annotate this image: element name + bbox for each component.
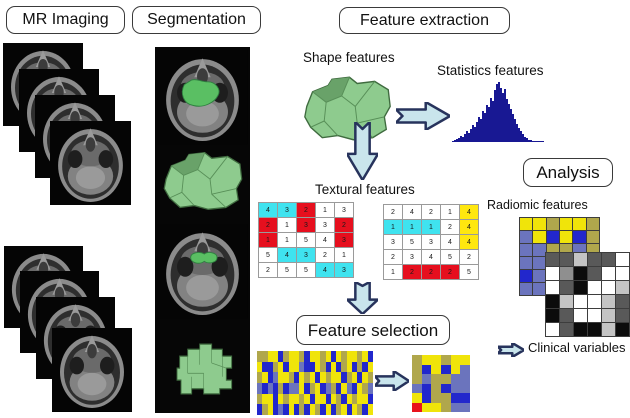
clinical-variables-matrix (545, 252, 630, 337)
mri-slice (52, 328, 132, 412)
segmented-mri-slice (157, 50, 248, 145)
shape-features-caption: Shape features (303, 50, 395, 65)
feature-matrix-selected (412, 355, 470, 412)
segmentation-label: Segmentation (132, 6, 261, 34)
arrow-right-wide-to-result-matrix (375, 371, 409, 391)
clinical-variables-caption: Clinical variables (528, 340, 626, 355)
analysis-label: Analysis (523, 158, 613, 187)
tumor-mesh-voxel (173, 339, 237, 399)
arrow-right-to-clinical-variables (498, 343, 524, 357)
feature-extraction-label: Feature extraction (339, 7, 510, 34)
segmented-mri-slice (157, 224, 248, 319)
segmentation-panel (155, 47, 250, 413)
textural-features-caption: Textural features (315, 182, 415, 197)
arrow-down-shape-to-textural (347, 122, 378, 180)
arrow-down-textural-to-selection (347, 282, 378, 314)
feature-matrix-wide (257, 351, 373, 415)
tumor-mesh-3d (159, 147, 247, 215)
feature-selection-label: Feature selection (296, 315, 450, 345)
mr-imaging-label: MR Imaging (6, 6, 125, 34)
statistics-features-caption: Statistics features (437, 63, 544, 78)
arrow-right-shape-to-statistics (396, 102, 450, 130)
mri-slice (50, 121, 131, 206)
radiomic-features-caption: Radiomic features (487, 198, 588, 212)
statistics-histogram (452, 82, 544, 142)
